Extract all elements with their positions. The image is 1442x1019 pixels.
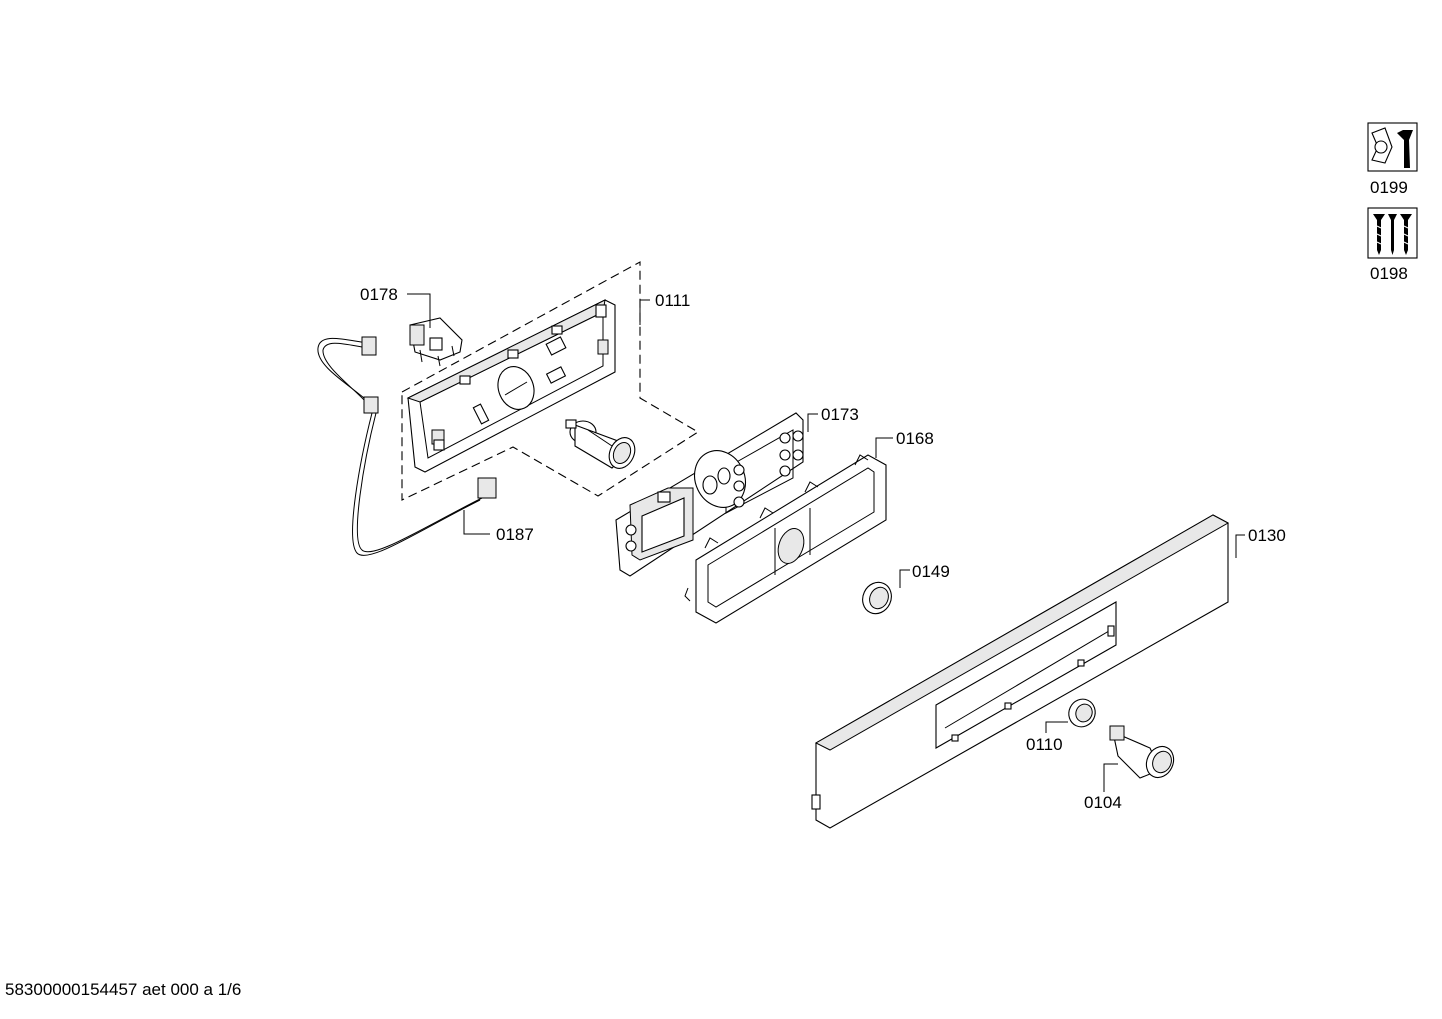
label-0168: 0168 <box>896 429 934 448</box>
rotary-encoder <box>565 419 636 469</box>
legend-screws-label: 0198 <box>1370 264 1408 283</box>
tools-legend: 0199 <box>1367 122 1418 197</box>
door-switch <box>409 317 463 367</box>
label-0130: 0130 <box>1248 526 1286 545</box>
label-0187: 0187 <box>496 525 534 544</box>
display-board <box>615 412 804 577</box>
small-ring <box>1068 698 1096 728</box>
legend-tools-label: 0199 <box>1370 178 1408 197</box>
label-0110: 0110 <box>1026 735 1063 754</box>
cable-harness <box>317 336 497 556</box>
front-panel <box>811 514 1230 829</box>
label-0149: 0149 <box>912 562 950 581</box>
screws-icon <box>1367 207 1418 259</box>
label-0111: 0111 <box>655 291 690 310</box>
display-frame <box>684 454 887 624</box>
screws-legend: 0198 <box>1367 207 1418 283</box>
assembly-0111-boundary <box>401 261 700 501</box>
label-0178: 0178 <box>360 285 398 304</box>
label-0104: 0104 <box>1084 793 1122 812</box>
control-frame <box>406 299 616 473</box>
control-knob <box>1109 725 1175 779</box>
nut-wrench-icon <box>1367 122 1418 172</box>
document-reference: 58300000154457 aet 000 a 1/6 <box>5 980 242 999</box>
knob-ring <box>862 581 892 615</box>
label-0173: 0173 <box>821 405 859 424</box>
leader-lines <box>407 293 1245 792</box>
